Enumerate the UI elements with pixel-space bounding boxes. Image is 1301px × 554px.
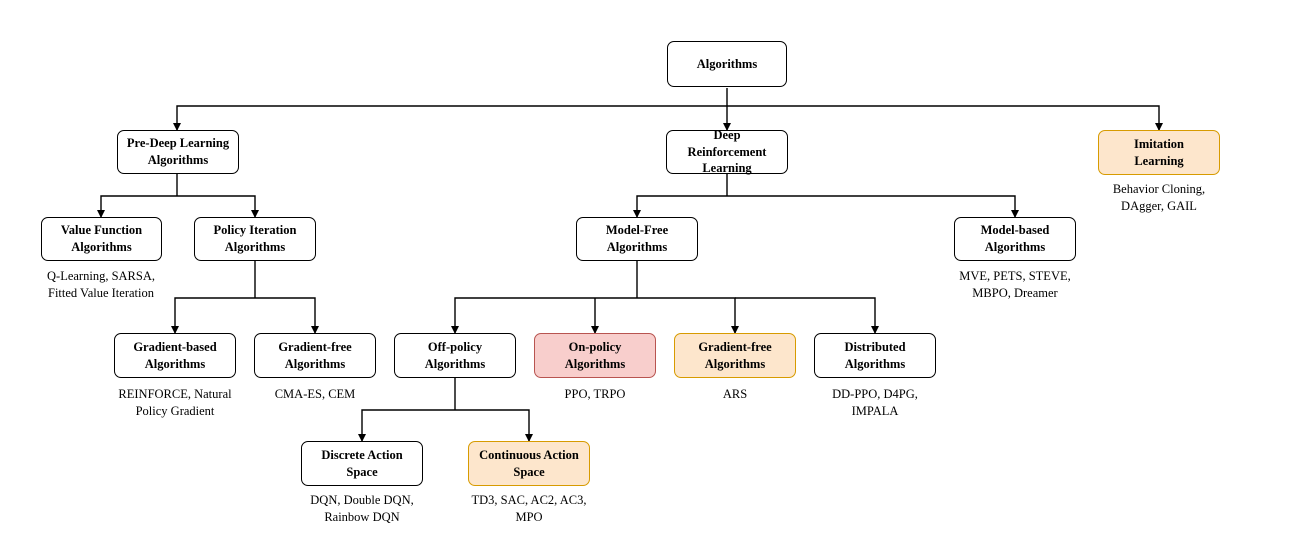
- node-value-function: Value Function Algorithms: [41, 217, 162, 261]
- edge-deep-rl-model-based: [727, 195, 1019, 218]
- node-model-free: Model-Free Algorithms: [576, 217, 698, 261]
- edge-deep-rl-model-free: [633, 195, 727, 218]
- node-distributed: Distributed Algorithms: [814, 333, 936, 378]
- edge-off-policy-discrete: [358, 409, 455, 442]
- node-pre-deep-learning: Pre-Deep Learning Algorithms: [117, 130, 239, 174]
- edge-pre-deep-policy: [177, 195, 259, 218]
- desc-gradient-free-policy: CMA-ES, CEM: [274, 387, 356, 401]
- desc-on-policy: PPO, TRPO: [564, 387, 626, 401]
- desc-continuous-action-space: TD3, SAC, AC2, AC3, MPO: [471, 493, 587, 524]
- node-gradient-free-model-free: Gradient-free Algorithms: [674, 333, 796, 378]
- node-policy-iteration: Policy Iteration Algorithms: [194, 217, 316, 261]
- desc-discrete-action-space: DQN, Double DQN, Rainbow DQN: [310, 493, 414, 524]
- node-algorithms: Algorithms: [667, 41, 787, 87]
- desc-distributed: DD-PPO, D4PG, IMPALA: [832, 387, 918, 418]
- desc-value-function: Q-Learning, SARSA, Fitted Value Iteratio…: [47, 269, 155, 300]
- desc-gradient-based: REINFORCE, Natural Policy Gradient: [118, 387, 232, 418]
- edge-off-policy-continuous: [455, 409, 533, 442]
- node-discrete-action-space: Discrete Action Space: [301, 441, 423, 486]
- edge-model-free-gradient-free: [637, 297, 739, 334]
- edge-policy-gradient-free: [255, 297, 319, 334]
- edge-algorithms-pre-deep: [173, 105, 727, 131]
- node-imitation-learning: Imitation Learning: [1098, 130, 1220, 175]
- edge-model-free-distributed: [735, 297, 879, 334]
- edge-algorithms-imitation: [727, 105, 1163, 131]
- node-gradient-based: Gradient-based Algorithms: [114, 333, 236, 378]
- node-gradient-free-policy: Gradient-free Algorithms: [254, 333, 376, 378]
- node-model-based: Model-based Algorithms: [954, 217, 1076, 261]
- edge-policy-gradient-based: [171, 297, 255, 334]
- desc-model-based: MVE, PETS, STEVE, MBPO, Dreamer: [959, 269, 1071, 300]
- node-off-policy: Off-policy Algorithms: [394, 333, 516, 378]
- edge-pre-deep-value: [97, 195, 177, 218]
- node-deep-reinforcement-learning: Deep Reinforcement Learning: [666, 128, 788, 175]
- edge-model-free-off-policy: [451, 297, 637, 334]
- node-continuous-action-space: Continuous Action Space: [468, 441, 590, 486]
- node-on-policy: On-policy Algorithms: [534, 333, 656, 378]
- desc-imitation-learning: Behavior Cloning, DAgger, GAIL: [1112, 182, 1206, 213]
- desc-gradient-free-model-free: ARS: [722, 387, 748, 401]
